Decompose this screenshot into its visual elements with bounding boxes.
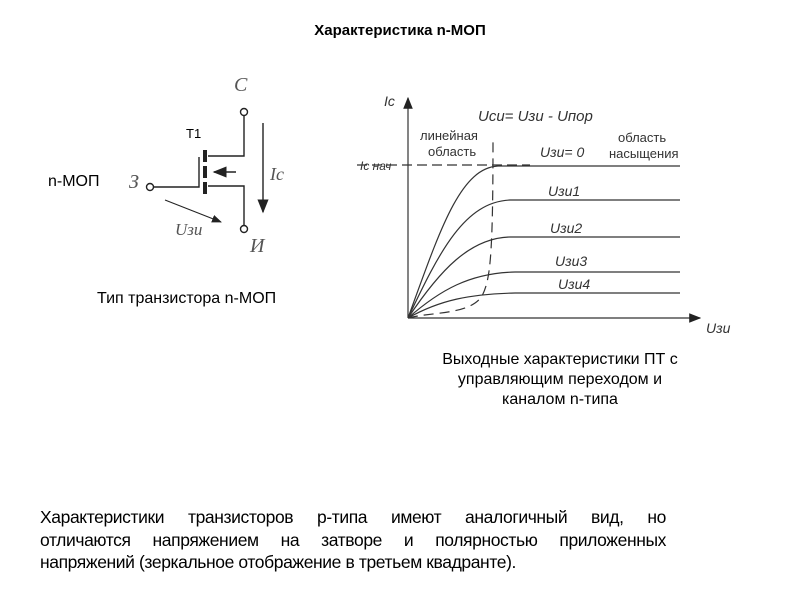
- voltage-label: Uзи: [175, 220, 202, 239]
- saturation-region-line2: насыщения: [609, 146, 679, 161]
- slide-title: Характеристика n-МОП: [314, 22, 486, 39]
- curve-1: [407, 199, 680, 319]
- linear-region-line1: линейная: [420, 128, 478, 143]
- caption-line: Выходные характеристики ПТ с: [442, 351, 678, 368]
- graph-caption: Выходные характеристики ПТ с управляющим…: [395, 350, 725, 410]
- linear-region-line2: область: [428, 144, 476, 159]
- curve-2: [407, 236, 680, 319]
- source-label: И: [249, 235, 266, 257]
- curve-label-2: Uзи2: [550, 220, 582, 236]
- curve-0: [407, 165, 680, 319]
- curve-label-1: Uзи1: [548, 183, 580, 199]
- y-axis-label: Ic: [384, 93, 395, 109]
- drain-label: С: [234, 74, 248, 96]
- current-label: Ic: [269, 164, 284, 184]
- ic-initial-label: Ic нач: [360, 159, 391, 173]
- caption-line: управляющим переходом и: [457, 371, 663, 388]
- boundary-formula: Uси= Uзи - Uпор: [478, 108, 593, 125]
- gate-terminal: [145, 182, 155, 192]
- paragraph-line: Характеристики транзисторов p-типа имеют…: [40, 507, 666, 527]
- nmos-label: n-МОП: [48, 173, 100, 190]
- mosfet-symbol: [145, 107, 269, 234]
- x-axis-label: Uзи: [706, 320, 731, 336]
- drain-terminal: [239, 107, 249, 117]
- paragraph-line: напряжений (зеркальное отображение в тре…: [40, 552, 516, 572]
- curve-label-0: Uзи= 0: [540, 144, 584, 160]
- transistor-type-caption: Тип транзистора n-МОП: [97, 290, 277, 307]
- curve-3: [407, 271, 680, 319]
- curve-label-4: Uзи4: [558, 276, 590, 292]
- voltage-arrow-icon: [164, 199, 222, 223]
- gate-label: З: [129, 171, 139, 193]
- saturation-boundary: [407, 139, 494, 319]
- curve-4: [407, 292, 680, 319]
- transistor-ref: T1: [186, 126, 201, 141]
- paragraph-line: отличаются напряжением на затворе и поля…: [40, 529, 666, 550]
- caption-line: каналом n-типа: [502, 391, 618, 408]
- source-terminal: [239, 224, 249, 234]
- output-characteristics-graph: [357, 96, 702, 323]
- curve-label-3: Uзи3: [555, 253, 587, 269]
- description-paragraph: Характеристики транзисторов p-типа имеют…: [40, 506, 666, 574]
- saturation-region-line1: область: [618, 130, 666, 145]
